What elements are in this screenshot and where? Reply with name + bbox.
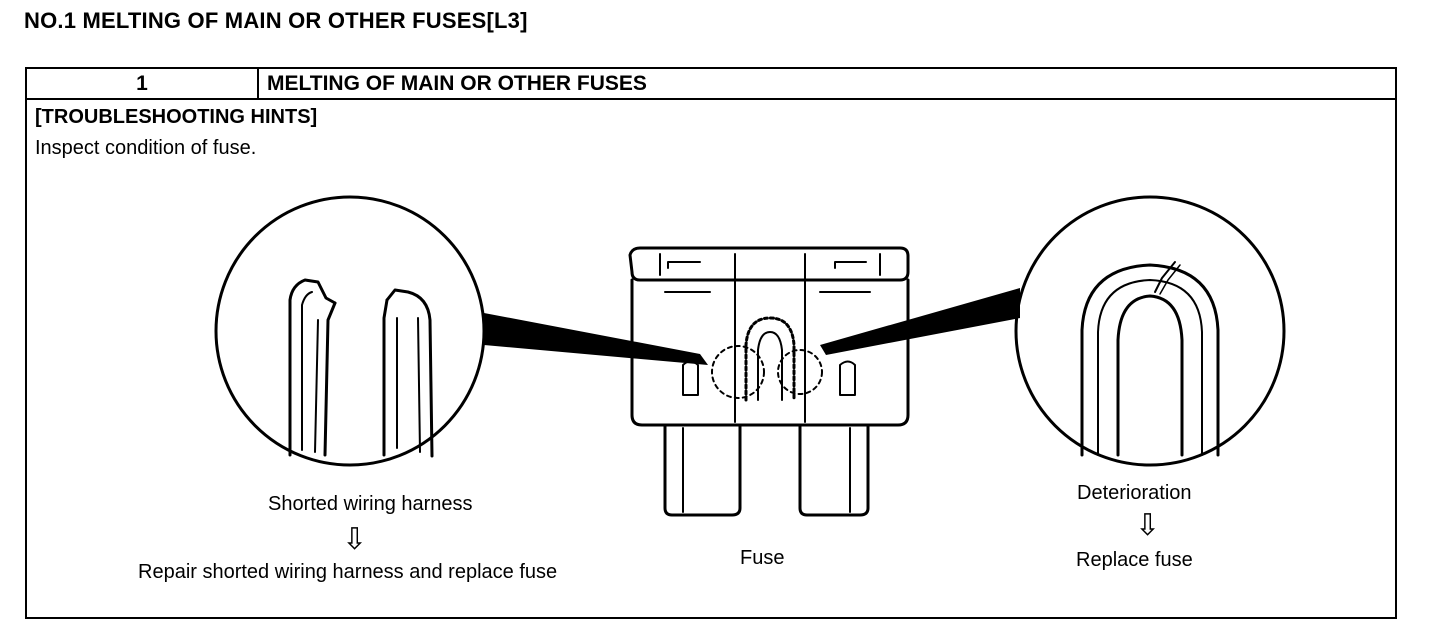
item-number: 1 [27, 69, 259, 98]
hints-title: [TROUBLESHOOTING HINTS] [35, 106, 318, 128]
shorted-harness-magnifier [214, 195, 486, 467]
deterioration-magnifier [1014, 195, 1286, 467]
left-callout-wedge [484, 313, 708, 365]
page-title: NO.1 MELTING OF MAIN OR OTHER FUSES[L3] [24, 8, 528, 33]
left-cause-label: Shorted wiring harness [268, 493, 473, 515]
fuse-icon [628, 246, 910, 517]
right-cause-label: Deterioration [1077, 482, 1192, 504]
item-heading: MELTING OF MAIN OR OTHER FUSES [267, 72, 647, 95]
fuse-label: Fuse [740, 547, 785, 569]
right-callout-wedge [820, 288, 1020, 355]
right-action-label: Replace fuse [1076, 549, 1193, 571]
hints-text: Inspect condition of fuse. [35, 137, 257, 159]
troubleshooting-table: 1 MELTING OF MAIN OR OTHER FUSES [TROUBL… [25, 67, 1397, 619]
left-action-label: Repair shorted wiring harness and replac… [138, 561, 558, 583]
down-arrow-icon: ⇩ [1135, 509, 1161, 542]
down-arrow-icon: ⇩ [342, 523, 368, 556]
table-header-row: 1 MELTING OF MAIN OR OTHER FUSES [27, 69, 1395, 100]
